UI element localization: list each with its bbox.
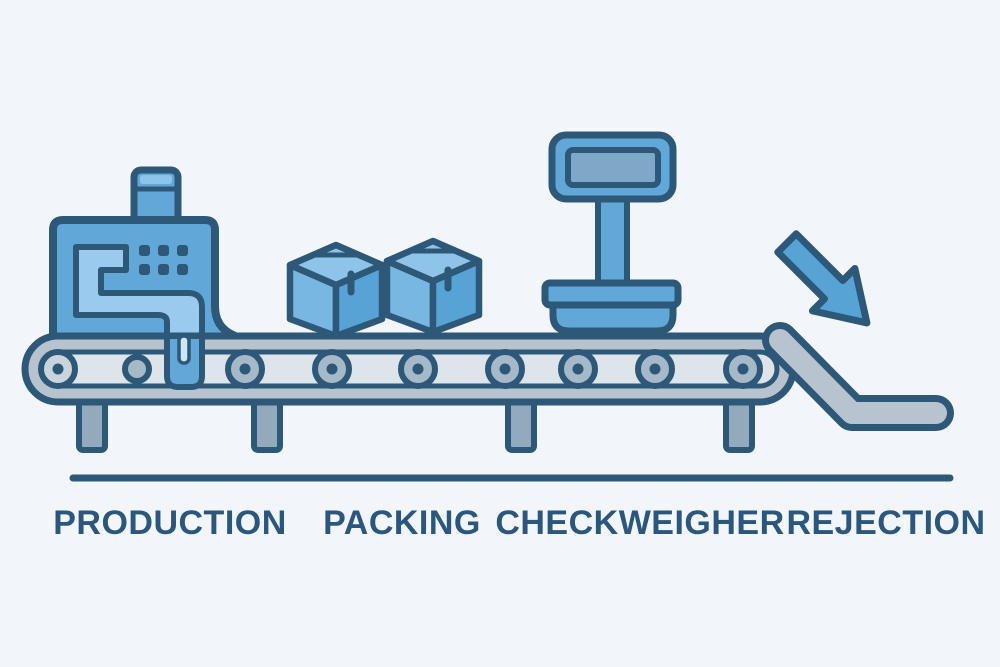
belt-roller: [558, 349, 598, 389]
belt-roller: [635, 349, 675, 389]
nozzle-slit: [177, 334, 191, 365]
belt-rollers: [38, 349, 763, 389]
scale-pole: [595, 187, 630, 295]
production-machine-icon: [49, 166, 245, 348]
belt-roller: [723, 349, 763, 389]
scale-base-foot: [549, 301, 677, 335]
machine-vent-dots: [139, 245, 188, 275]
machine-pipe: [73, 244, 205, 348]
machine-nozzle: [164, 333, 205, 390]
rejection-ramp-icon: [762, 322, 954, 431]
packing-boxes-icon: [286, 237, 483, 340]
packing-box: [286, 241, 386, 340]
chimney-cap-highlight: [140, 175, 172, 184]
belt-roller: [38, 349, 78, 389]
checkweigher-scale-icon: [541, 131, 682, 335]
scale-screen: [565, 147, 661, 188]
belt-roller: [225, 349, 265, 389]
belt-roller: [398, 349, 438, 389]
conveyor-legs: [76, 391, 755, 453]
belt-roller: [312, 349, 352, 389]
machine-chimney: [130, 166, 182, 230]
rejection-arrow-icon: [774, 230, 871, 327]
conveyor-belt-icon: [21, 332, 797, 406]
belt-roller: [485, 349, 525, 389]
packing-box: [383, 237, 483, 336]
belt-roller-small: [122, 354, 152, 384]
